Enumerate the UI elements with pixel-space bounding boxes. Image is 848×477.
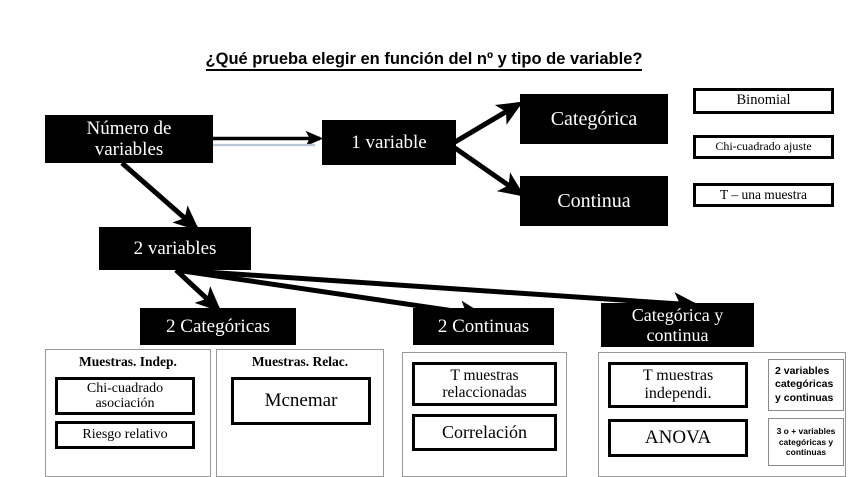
arrow-root-to-one-variable	[213, 130, 324, 147]
node-continua[interactable]: Continua	[520, 176, 668, 226]
node-categorica[interactable]: Categórica	[520, 94, 668, 144]
page-title: ¿Qué prueba elegir en función del nº y t…	[0, 50, 848, 71]
node-1-variable-label: 1 variable	[351, 131, 427, 153]
node-2-continuas[interactable]: 2 Continuas	[413, 308, 554, 345]
arrow-one-variable-to-categorica	[453, 101, 524, 145]
node-2-variables-label: 2 variables	[133, 237, 217, 259]
test-box-binomial[interactable]: Binomial	[693, 88, 834, 114]
node-numero-de-variables[interactable]: Número de variables	[45, 115, 213, 163]
arrow-one-variable-to-continua	[453, 145, 525, 197]
test-box-chi-cuadrado-asociacion-label: Chi-cuadrado asociación	[86, 380, 164, 411]
test-box-t-una-muestra[interactable]: T – una muestra	[693, 183, 834, 207]
test-box-chi-cuadrado-ajuste-label: Chi-cuadrado ajuste	[715, 139, 812, 154]
arrow-two-variables-to-categorica-continua	[175, 267, 700, 315]
test-box-mcnemar-label: Mcnemar	[264, 389, 338, 411]
node-2-categoricas[interactable]: 2 Categóricas	[140, 308, 296, 345]
arrow-two-variables-to-two-categoricas	[174, 268, 222, 313]
node-continua-label: Continua	[557, 189, 631, 212]
test-box-correlacion-label: Correlación	[442, 421, 527, 442]
test-box-binomial-label: Binomial	[736, 92, 791, 109]
test-box-chi-cuadrado-ajuste[interactable]: Chi-cuadrado ajuste	[693, 135, 834, 159]
node-categorica-y-continua-label: Categórica y continua	[631, 304, 724, 345]
test-box-chi-cuadrado-asociacion[interactable]: Chi-cuadrado asociación	[55, 377, 195, 415]
test-box-mcnemar[interactable]: Mcnemar	[231, 377, 371, 425]
node-numero-de-variables-label: Número de variables	[86, 117, 172, 160]
test-box-anova-label: ANOVA	[644, 426, 712, 448]
arrow-root-to-two-variables	[120, 161, 200, 232]
node-1-variable[interactable]: 1 variable	[322, 120, 456, 165]
test-box-t-muestras-relaccionadas-label: T muestras relaccionadas	[442, 366, 527, 401]
node-categorica-y-continua[interactable]: Categórica y continua	[601, 303, 754, 347]
test-box-riesgo-relativo-label: Riesgo relativo	[82, 427, 168, 443]
test-box-correlacion[interactable]: Correlación	[412, 414, 557, 451]
test-box-riesgo-relativo[interactable]: Riesgo relativo	[55, 421, 195, 449]
test-box-t-una-muestra-label: T – una muestra	[719, 186, 808, 202]
note-2-variables-categoricas-continuas: 2 variables categóricas y continuas	[768, 359, 844, 411]
page-title-text: ¿Qué prueba elegir en función del nº y t…	[205, 50, 643, 71]
test-box-t-muestras-independientes[interactable]: T muestras independi.	[608, 362, 748, 408]
panel-muestras-independientes-header: Muestras. Indep.	[79, 354, 177, 369]
test-box-t-muestras-independientes-label: T muestras independi.	[642, 367, 714, 402]
test-box-anova[interactable]: ANOVA	[608, 419, 748, 457]
test-box-t-muestras-relaccionadas[interactable]: T muestras relaccionadas	[412, 362, 557, 406]
node-2-variables[interactable]: 2 variables	[99, 227, 251, 270]
node-categorica-label: Categórica	[550, 107, 638, 130]
node-2-continuas-label: 2 Continuas	[437, 315, 530, 337]
node-2-categoricas-label: 2 Categóricas	[166, 315, 270, 337]
note-3-o-mas-variables-categoricas-continuas: 3 o + variables categóricas y continuas	[768, 418, 844, 466]
panel-muestras-relacionadas-header: Muestras. Relac.	[251, 354, 349, 369]
